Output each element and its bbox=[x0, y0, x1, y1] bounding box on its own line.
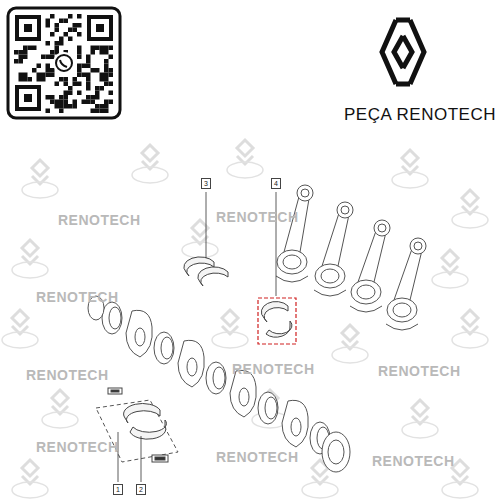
watermark: RENOTECH bbox=[36, 440, 119, 454]
callout-number: 3 bbox=[201, 178, 211, 189]
watermark: RENOTECH bbox=[232, 362, 315, 376]
highlight-box bbox=[258, 298, 296, 344]
brand-name: PEÇA RENOTECH bbox=[344, 106, 496, 123]
watermark: RENOTECH bbox=[216, 450, 299, 464]
callout-number: 1 bbox=[113, 484, 123, 495]
watermark: RENOTECH bbox=[26, 368, 109, 382]
callout-number: 2 bbox=[136, 484, 146, 495]
renault-logo bbox=[382, 20, 424, 84]
bearing-shells-3 bbox=[184, 257, 228, 286]
leader-lines bbox=[118, 192, 276, 482]
watermark: RENOTECH bbox=[36, 290, 119, 304]
bearing-shells-4 bbox=[261, 302, 292, 338]
watermark-logos bbox=[2, 140, 488, 498]
qr-code bbox=[8, 8, 120, 118]
watermark: RENOTECH bbox=[372, 454, 455, 468]
callout-number: 4 bbox=[271, 178, 281, 189]
watermark: RENOTECH bbox=[58, 213, 141, 227]
connecting-rods bbox=[276, 185, 426, 330]
watermark: RENOTECH bbox=[216, 210, 299, 224]
crankshaft bbox=[88, 296, 350, 472]
watermark: RENOTECH bbox=[378, 364, 461, 378]
